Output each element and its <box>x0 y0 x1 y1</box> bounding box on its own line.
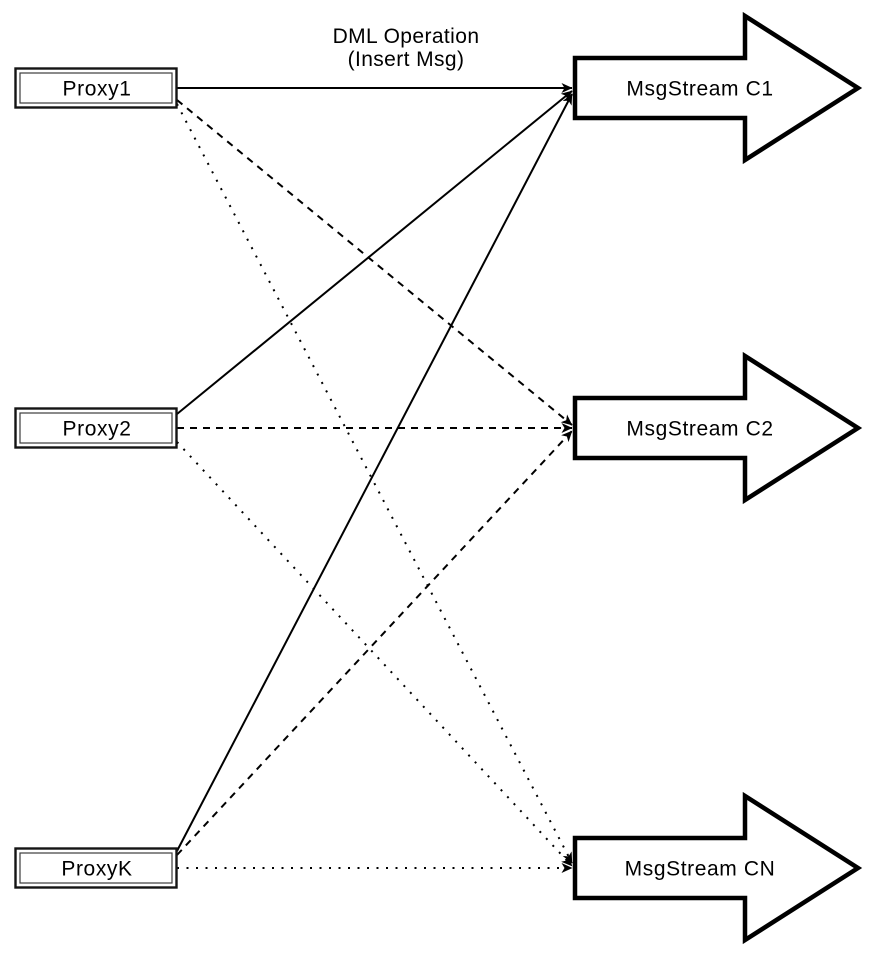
edge-proxyk-c2-dashed <box>176 430 573 856</box>
msgstream-c1-arrow-icon <box>572 11 863 165</box>
msgstream-cn-arrow-icon <box>572 791 863 945</box>
msgstream-c2-arrow-icon <box>572 351 863 505</box>
proxyk-box-inner <box>19 852 173 884</box>
proxy1-node: Proxy1 <box>14 67 178 109</box>
edge-proxy2-cn-dotted <box>176 441 573 867</box>
msgstream-c2-node: MsgStream C2 <box>572 351 863 505</box>
proxy1-box-inner <box>19 72 173 104</box>
proxy1-label: Proxy1 <box>63 78 132 101</box>
edge-proxyk-c1-solid <box>176 93 573 852</box>
proxy2-box-inner <box>19 412 173 444</box>
proxyk-label: ProxyK <box>61 858 132 881</box>
msgstream-c1-node: MsgStream C1 <box>572 11 863 165</box>
proxy2-label: Proxy2 <box>63 418 132 441</box>
proxyk-node: ProxyK <box>14 847 178 889</box>
proxy2-node: Proxy2 <box>14 407 178 449</box>
proxy2-box <box>14 407 178 449</box>
msgstream-cn-node: MsgStream CN <box>572 791 863 945</box>
msgstream-cn-label: MsgStream CN <box>625 858 776 881</box>
proxyk-box <box>14 847 178 889</box>
msgstream-c2-label: MsgStream C2 <box>626 418 773 441</box>
diagram-title-line1: DML Operation <box>333 25 480 48</box>
proxy1-box <box>14 67 178 109</box>
msgstream-c1-label: MsgStream C1 <box>626 78 773 101</box>
edge-proxy1-cn-dotted <box>176 103 573 864</box>
diagram-title-line2: (Insert Msg) <box>348 48 465 71</box>
edge-proxy1-c2-dashed <box>176 99 573 426</box>
edge-proxy2-c1-solid <box>176 90 573 415</box>
